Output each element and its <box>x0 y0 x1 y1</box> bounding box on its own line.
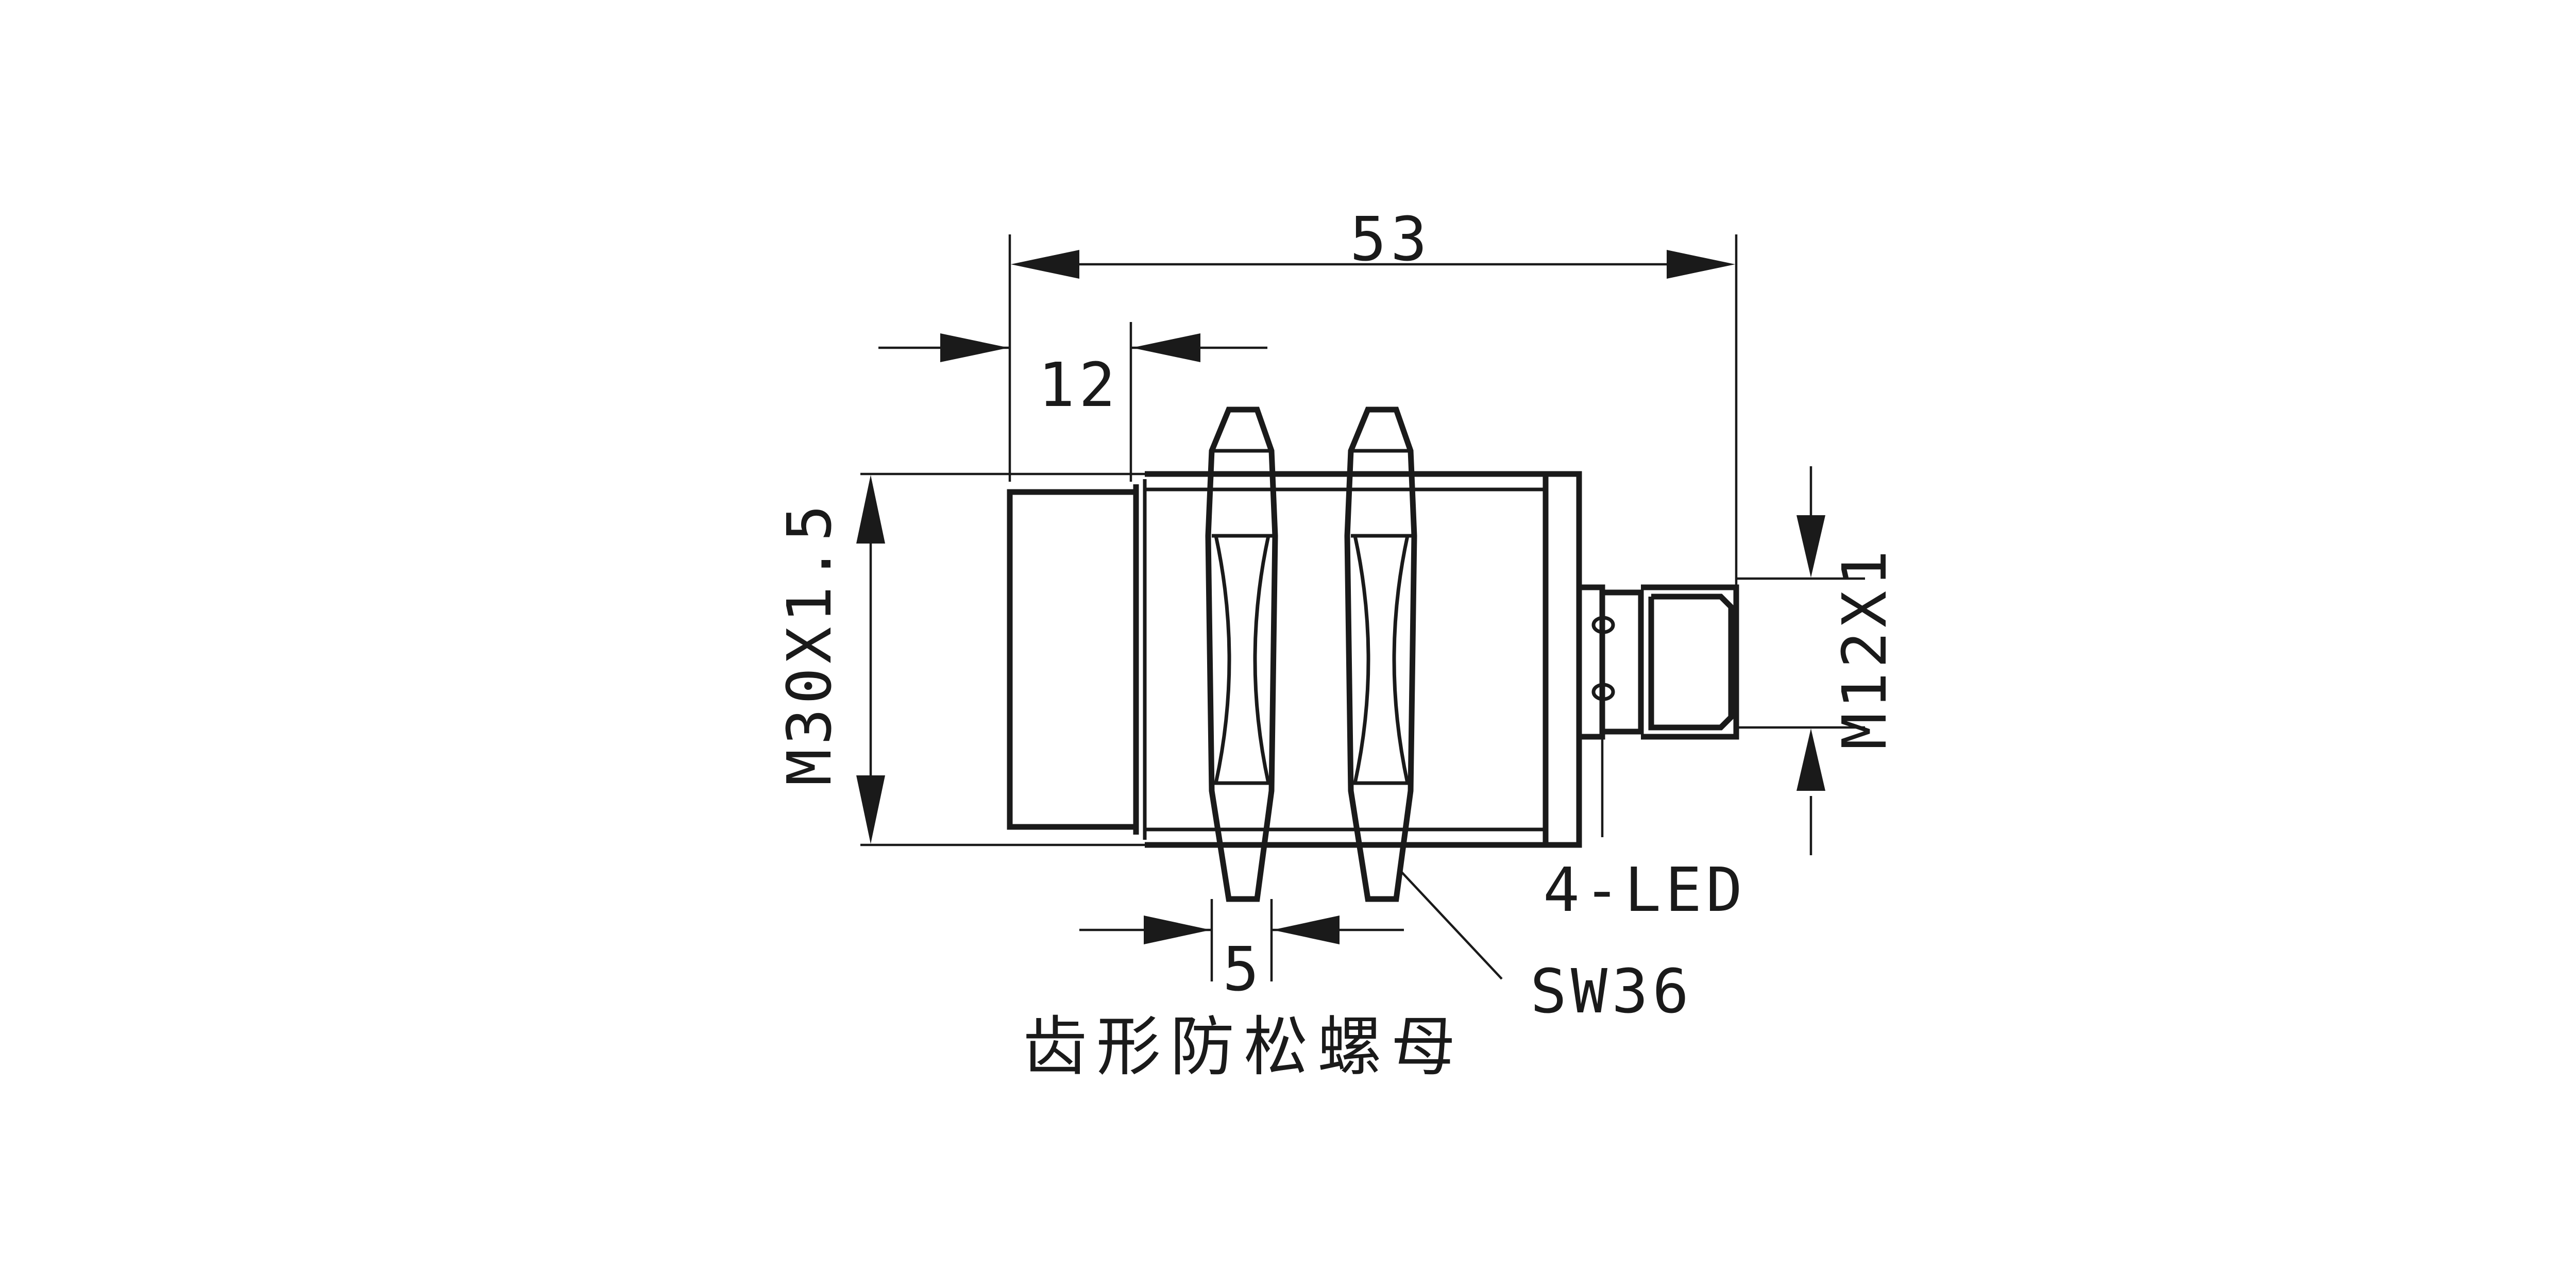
dimension-thread-length: 12 <box>878 322 1267 482</box>
dimension-m30-label: M30X1.5 <box>774 501 845 786</box>
dimension-overall-length: 53 <box>1008 204 1738 587</box>
sensing-face <box>1007 489 1136 830</box>
dimension-5-label: 5 <box>1223 934 1263 1005</box>
dimension-53-label: 53 <box>1350 204 1431 275</box>
lock-nut-1 <box>1205 406 1278 902</box>
dimension-body-thread: M30X1.5 <box>774 472 1145 846</box>
dimension-m12-label: M12X1 <box>1829 546 1900 750</box>
sw36-label: SW36 <box>1530 956 1693 1027</box>
callout-sw36: SW36 <box>1399 870 1693 1027</box>
dimension-12-label: 12 <box>1038 349 1120 420</box>
led-indicator-2 <box>1591 683 1615 701</box>
dimension-connector-thread: M12X1 <box>1736 466 1900 855</box>
led-label: 4-LED <box>1543 854 1747 925</box>
led-indicator-1 <box>1591 616 1615 634</box>
lock-nut-description: 齿形防松螺母 <box>1023 1010 1465 1084</box>
lock-nut-2 <box>1344 406 1417 902</box>
dimension-nut-thickness: 5 <box>1079 899 1404 1005</box>
m12-connector <box>1579 584 1739 837</box>
sensor-body <box>1007 471 1582 848</box>
